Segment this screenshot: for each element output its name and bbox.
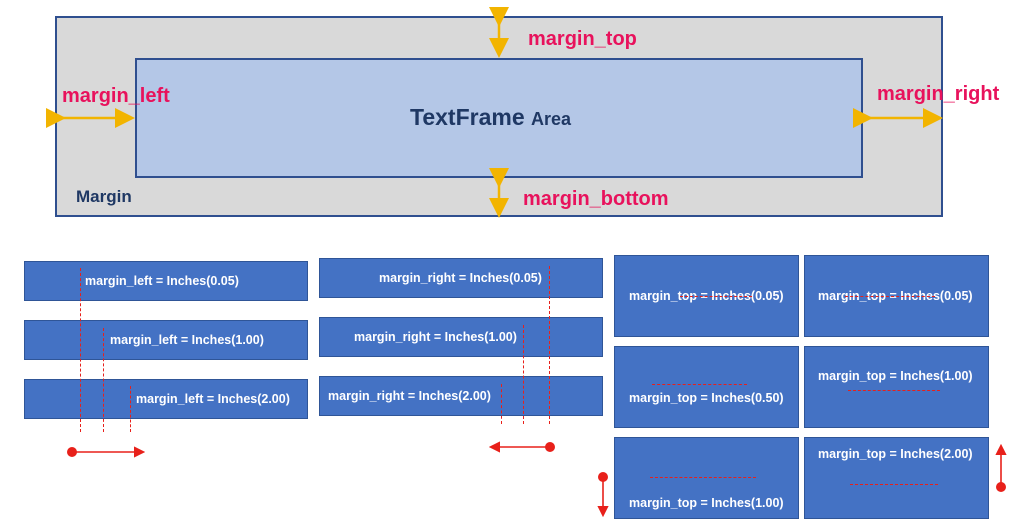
margin-top-guide-line xyxy=(652,384,747,385)
margin-left-example-box: margin_left = Inches(1.00) xyxy=(24,320,308,360)
margin-top-example-label: margin_top = Inches(2.00) xyxy=(818,447,973,461)
margin-right-example-label: margin_right = Inches(1.00) xyxy=(354,330,517,344)
margin-top-example-box: margin_top = Inches(1.00) xyxy=(804,346,989,428)
margin-top-example-box: margin_top = Inches(2.00) xyxy=(804,437,989,519)
margin-top-guide-line xyxy=(845,296,935,297)
margin-top-up-arrow xyxy=(995,443,1007,492)
textframe-area-title: TextFrame Area xyxy=(410,104,571,131)
margin-bottom-label: margin_bottom xyxy=(523,188,669,210)
textframe-area xyxy=(135,58,863,178)
margin-right-example-box: margin_right = Inches(0.05) xyxy=(319,258,603,298)
margin-right-label: margin_right xyxy=(877,83,1000,105)
margin-top-label: margin_top xyxy=(528,28,637,50)
margin-right-example-label: margin_right = Inches(0.05) xyxy=(379,271,542,285)
margin-left-example-box: margin_left = Inches(2.00) xyxy=(24,379,308,419)
margin-left-direction-arrow xyxy=(67,446,146,458)
margin-right-example-box: margin_right = Inches(2.00) xyxy=(319,376,603,416)
margin-right-guide-line xyxy=(501,384,502,424)
margin-top-down-arrow xyxy=(597,472,609,518)
margin-left-label: margin_left xyxy=(62,85,170,107)
margin-left-example-box: margin_left = Inches(0.05) xyxy=(24,261,308,301)
margin-left-guide-line xyxy=(130,386,131,432)
margin-top-example-label: margin_top = Inches(1.00) xyxy=(629,496,784,510)
margin-top-guide-line xyxy=(680,296,752,297)
textframe-title-text: TextFrame xyxy=(410,104,525,130)
margin-top-guide-line xyxy=(650,477,756,478)
margin-right-example-label: margin_right = Inches(2.00) xyxy=(328,389,491,403)
margin-left-guide-line xyxy=(103,328,104,432)
margin-top-example-label: margin_top = Inches(1.00) xyxy=(818,369,973,383)
margin-right-direction-arrow xyxy=(488,441,555,453)
margin-left-example-label: margin_left = Inches(2.00) xyxy=(136,392,290,406)
area-title-text: Area xyxy=(531,109,572,129)
margin-right-guide-line xyxy=(523,325,524,424)
margin-left-example-label: margin_left = Inches(1.00) xyxy=(110,333,264,347)
margin-top-example-box: margin_top = Inches(1.00) xyxy=(614,437,799,519)
margin-label: Margin xyxy=(76,187,132,206)
margin-top-guide-line xyxy=(850,484,938,485)
margin-top-example-label: margin_top = Inches(0.50) xyxy=(629,391,784,405)
margin-right-example-box: margin_right = Inches(1.00) xyxy=(319,317,603,357)
margin-top-example-box: margin_top = Inches(0.05) xyxy=(804,255,989,337)
margin-right-guide-line xyxy=(549,266,550,424)
margin-left-example-label: margin_left = Inches(0.05) xyxy=(85,274,239,288)
margin-left-guide-line xyxy=(80,268,81,432)
margin-top-example-box: margin_top = Inches(0.50) xyxy=(614,346,799,428)
margin-top-guide-line xyxy=(848,390,940,391)
